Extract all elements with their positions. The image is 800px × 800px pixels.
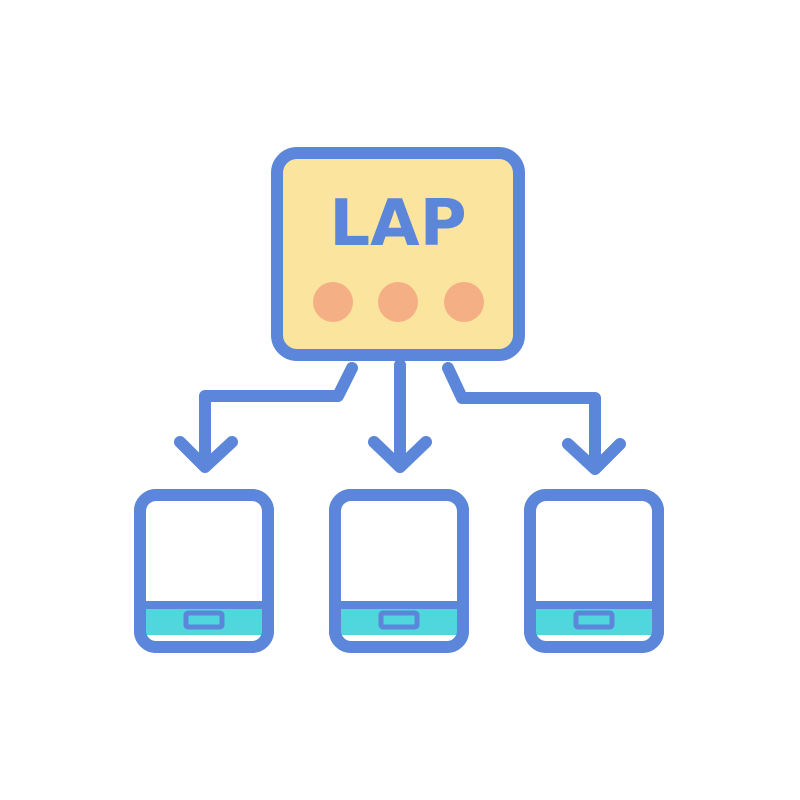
- left-arrow-head-icon: [174, 436, 238, 473]
- server-box-icon: LAP: [271, 147, 525, 361]
- connector-arrows: [174, 359, 626, 475]
- tablet-icon: [329, 489, 469, 653]
- tablet-outline: [134, 489, 274, 653]
- right-arrow-head-icon: [562, 438, 626, 475]
- tablet-icon: [524, 489, 664, 653]
- center-arrow-head-icon: [368, 436, 432, 473]
- server-indicators: [313, 282, 484, 322]
- left-connector-line: [199, 362, 358, 471]
- tablet-home-button: [183, 610, 225, 630]
- indicator-dot: [444, 282, 484, 322]
- tablet-home-button: [378, 610, 420, 630]
- server-label: LAP: [329, 187, 466, 261]
- tablet-outline: [524, 489, 664, 653]
- right-connector-line: [442, 362, 601, 471]
- tablet-outline: [329, 489, 469, 653]
- tablet-icon: [134, 489, 274, 653]
- devices-row: [134, 489, 664, 653]
- tablet-home-button: [573, 610, 615, 630]
- indicator-dot: [378, 282, 418, 322]
- indicator-dot: [313, 282, 353, 322]
